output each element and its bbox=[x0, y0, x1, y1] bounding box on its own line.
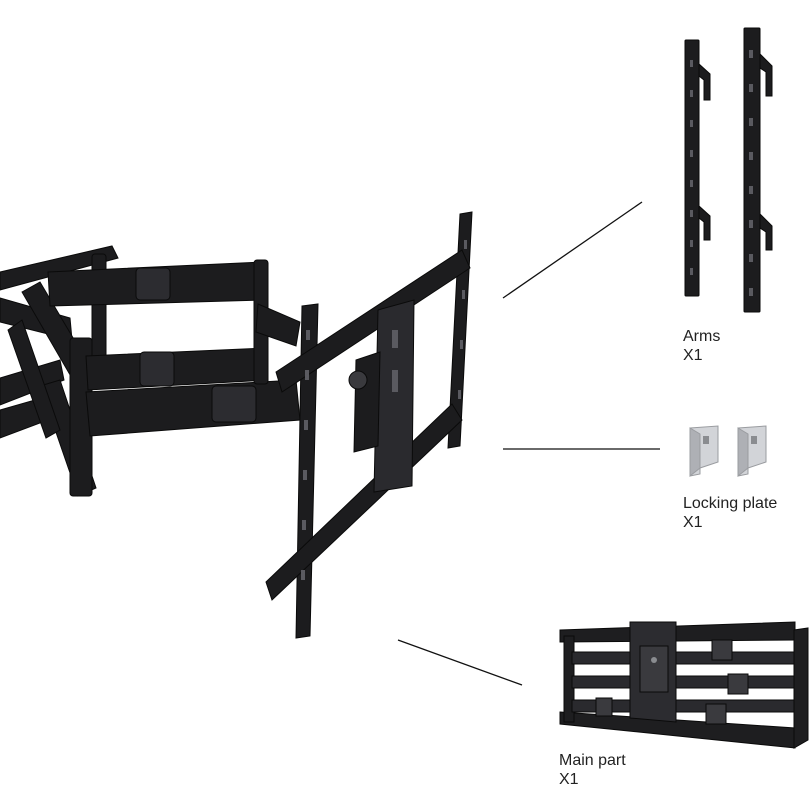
part-quantity-locking-plate: X1 bbox=[683, 514, 703, 531]
elbow-brace bbox=[255, 303, 301, 347]
locking-plate-1 bbox=[689, 425, 719, 478]
part-name-locking-plate: Locking plate bbox=[683, 495, 778, 512]
tilt-head-side bbox=[353, 351, 381, 453]
part-quantity-arms: X1 bbox=[683, 347, 703, 364]
arm-cap-middle bbox=[139, 351, 175, 387]
main-cap-1 bbox=[711, 639, 733, 661]
rear-arm-top bbox=[0, 245, 119, 291]
main-bottom-bar bbox=[559, 711, 796, 749]
arm-cap-upper bbox=[135, 267, 171, 301]
rail-right bbox=[743, 27, 773, 313]
main-rail-c bbox=[571, 699, 795, 713]
main-head bbox=[639, 645, 669, 693]
rail-left bbox=[684, 39, 711, 297]
link-diagonal-c bbox=[7, 319, 61, 439]
leader-line-arms bbox=[502, 201, 643, 299]
part-label-locking-plate: Locking plate X1 bbox=[683, 494, 777, 532]
main-cap-3 bbox=[705, 703, 727, 725]
mount-main-part-icon bbox=[559, 621, 809, 749]
part-label-main-part: Main part X1 bbox=[559, 751, 626, 789]
part-name-arms: Arms bbox=[683, 328, 721, 345]
rail-slots bbox=[301, 240, 467, 580]
tilt-head-plate bbox=[373, 299, 415, 493]
tv-crossbar-upper bbox=[275, 249, 471, 393]
main-cap-4 bbox=[595, 697, 613, 717]
part-name-main-part: Main part bbox=[559, 752, 626, 769]
locking-plate-2 bbox=[737, 425, 767, 478]
leader-lines bbox=[397, 201, 660, 686]
part-quantity-main-part: X1 bbox=[559, 771, 579, 788]
tv-mount-assembly bbox=[0, 211, 473, 639]
main-top-bar bbox=[559, 621, 796, 643]
part-label-arms: Arms X1 bbox=[683, 327, 720, 365]
main-rail-a bbox=[571, 651, 795, 665]
main-cap-2 bbox=[727, 673, 749, 695]
tilt-knob bbox=[348, 370, 368, 390]
arm-cap-lower bbox=[211, 385, 257, 423]
vertical-rail-icon bbox=[684, 27, 773, 313]
main-right-post bbox=[793, 627, 809, 749]
leader-line-main-part bbox=[397, 639, 523, 686]
main-rail-b bbox=[571, 675, 795, 689]
locking-plate-icon bbox=[689, 425, 767, 478]
